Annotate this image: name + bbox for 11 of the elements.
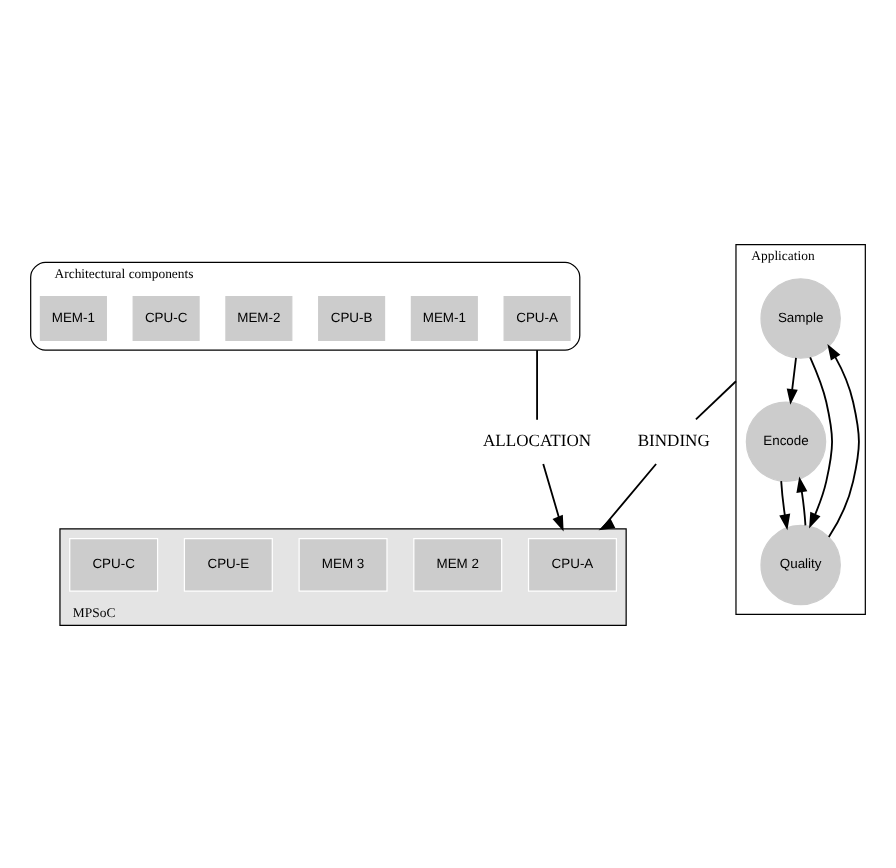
arrow <box>809 355 833 528</box>
arrow <box>786 356 798 404</box>
connector <box>695 379 737 420</box>
arrow <box>796 475 808 526</box>
node-text: ALLOCATION <box>483 429 592 450</box>
arrow <box>598 462 657 530</box>
node-text: BINDING <box>637 429 710 450</box>
arrow <box>827 343 860 537</box>
arrow <box>779 479 791 530</box>
arrow <box>542 462 564 531</box>
connector <box>536 348 538 420</box>
